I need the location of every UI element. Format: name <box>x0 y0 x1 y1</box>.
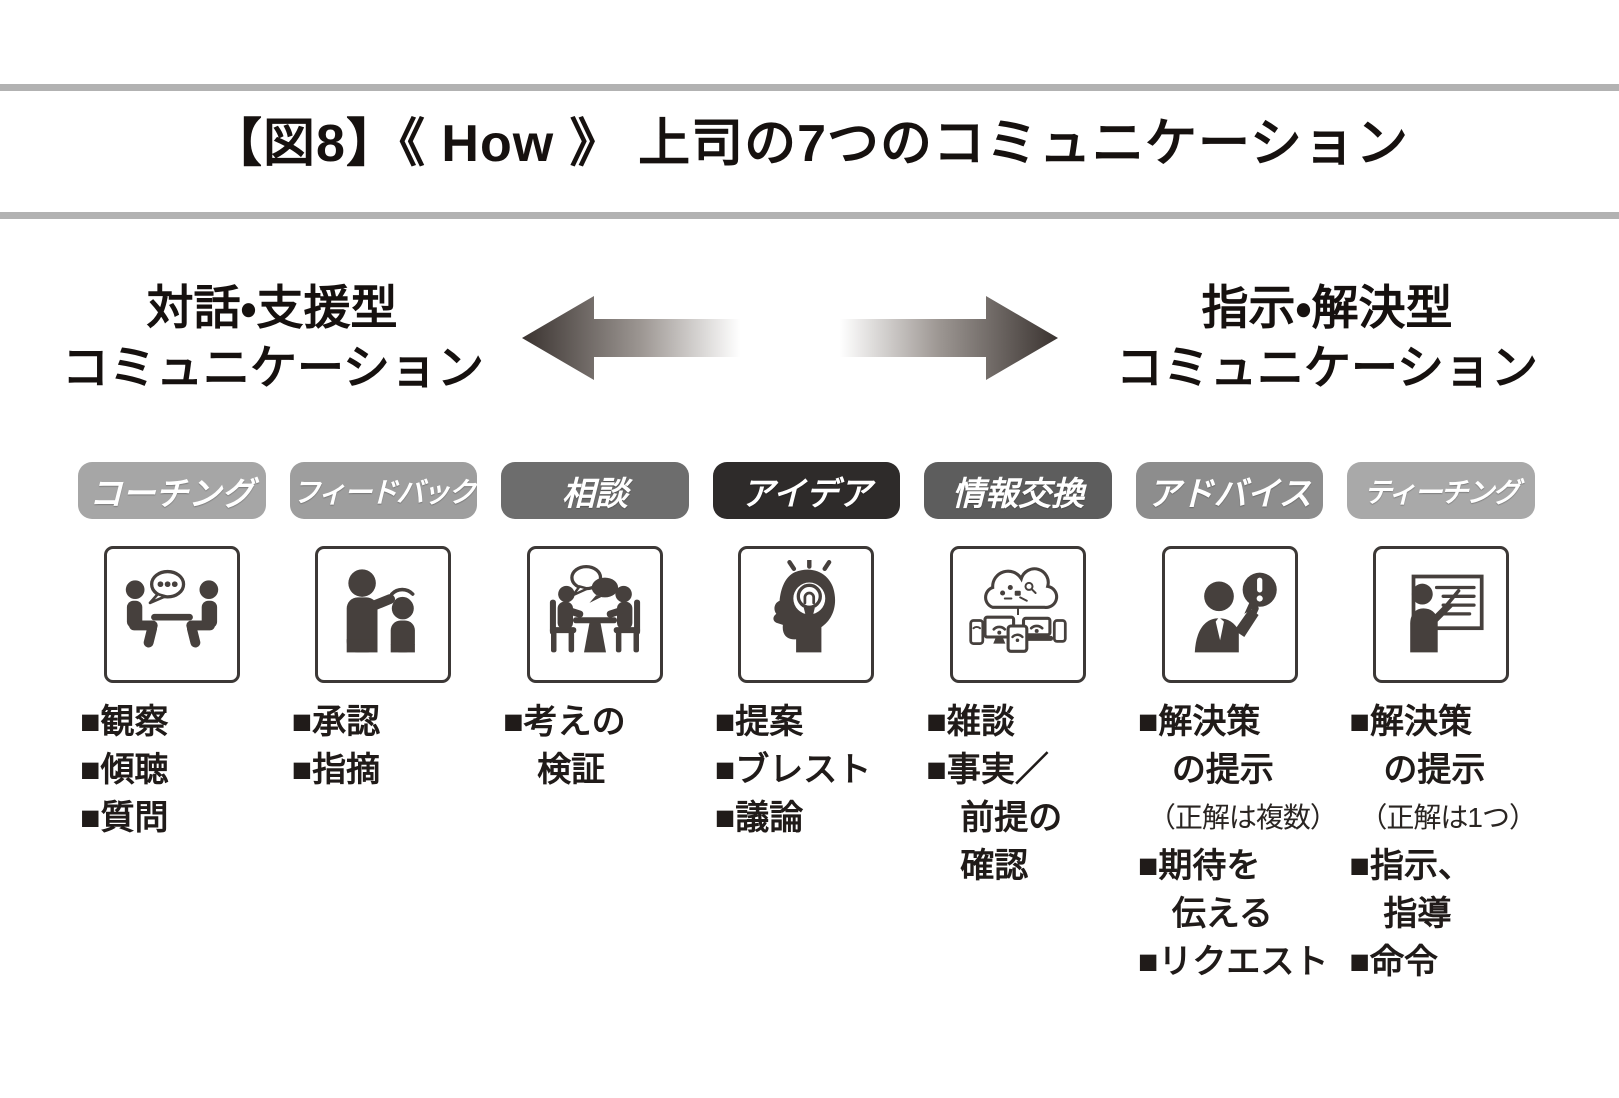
icon-box <box>103 546 240 683</box>
double-arrow-icon <box>521 296 1058 380</box>
bullet-note: （正解は複数） <box>1147 802 1338 833</box>
bullet-item: ■提案 <box>715 698 901 746</box>
consultation-table-icon <box>549 564 641 652</box>
axis-row: 対話・支援型 コミュニケーション <box>62 278 1557 398</box>
teaching-whiteboard-icon <box>1410 574 1484 652</box>
bullet-line-continued: 指導 <box>1383 895 1452 933</box>
bullet-item: ■傾聴 <box>80 746 266 794</box>
bullet-line-continued: の提示 <box>1171 751 1274 789</box>
communication-column-5: 情報交換 ■雑談 ■事実／ 前提の確認 <box>924 462 1112 986</box>
category-badge: コーチング <box>78 462 266 519</box>
bullet-note: （正解は1つ） <box>1359 802 1537 833</box>
bullet-item: ■指示、指導 <box>1349 842 1535 938</box>
bullet-line: ■考えの <box>503 703 626 741</box>
icon-box <box>315 546 452 683</box>
bullet-item: ■質問 <box>80 794 266 842</box>
bullet-item: ■議論 <box>715 794 901 842</box>
bullet-line-continued: 確認 <box>960 847 1029 885</box>
bullet-list: ■解決策の提示 （正解は複数） ■期待を伝える ■リクエスト <box>1136 698 1338 986</box>
axis-label-right: 指示・解決型 コミュニケーション <box>1097 278 1557 398</box>
bullet-item: ■観察 <box>80 698 266 746</box>
bullet-line: ■命令 <box>1349 943 1438 981</box>
bullet-item: ■承認 <box>292 698 478 746</box>
axis-left-line1: 対話・支援型 <box>146 281 398 334</box>
figure-title: 【図8】《 How 》 上司の7つのコミュニケーション <box>210 115 1409 173</box>
bullet-line-continued: 伝える <box>1171 895 1273 933</box>
bullet-line-continued: の提示 <box>1383 751 1486 789</box>
bullet-line-continued: 検証 <box>537 751 606 789</box>
icon-box <box>950 546 1087 683</box>
category-badge: フィードバック <box>289 462 478 519</box>
communication-column-7: ティーチング ■解決策の提示 （正解は1つ） ■指示、指導 ■命令 <box>1347 462 1537 986</box>
bullet-line-continued: 前提の <box>960 799 1063 837</box>
bullet-item: ■解決策の提示 （正解は1つ） <box>1349 698 1537 842</box>
icon-box <box>738 546 875 683</box>
bullet-list: ■雑談 ■事実／ 前提の確認 <box>924 698 1112 890</box>
category-badge-label: アイデア <box>741 474 872 512</box>
bullet-list: ■解決策の提示 （正解は1つ） ■指示、指導 ■命令 <box>1347 698 1537 986</box>
bullet-list: ■観察 ■傾聴 ■質問 <box>78 698 266 842</box>
bullet-item: ■指摘 <box>292 746 478 794</box>
bullet-item: ■命令 <box>1349 938 1535 986</box>
axis-arrow-wrap <box>482 292 1097 384</box>
icon-box <box>1161 546 1298 683</box>
category-badge: 情報交換 <box>924 462 1112 519</box>
category-badge: アドバイス <box>1135 462 1324 519</box>
title-divider <box>0 212 1619 219</box>
bullet-item: ■考えの検証 <box>503 698 689 794</box>
category-badge-label: 相談 <box>561 474 628 512</box>
info-exchange-cloud-icon <box>969 566 1067 653</box>
communication-column-4: アイデア ■提案 ■ブレスト ■議論 <box>712 462 901 986</box>
bullet-line: ■雑談 <box>926 703 1015 741</box>
category-badge-label: 情報交換 <box>952 474 1085 512</box>
bullet-list: ■提案 ■ブレスト ■議論 <box>713 698 901 842</box>
category-badge-label: ティーチング <box>1364 476 1520 508</box>
bullet-list: ■承認 ■指摘 <box>290 698 478 794</box>
bullet-line: ■ブレスト <box>714 751 872 789</box>
bullet-line: ■提案 <box>714 703 804 741</box>
bullet-item: ■リクエスト <box>1137 938 1329 986</box>
category-badge: ティーチング <box>1347 462 1535 519</box>
bullet-item: ■雑談 <box>926 698 1112 746</box>
bullet-item: ■事実／ 前提の確認 <box>926 746 1112 890</box>
communication-column-2: フィードバック ■承認 ■指摘 <box>289 462 478 986</box>
communication-column-6: アドバイス ■解決策の提示 （正解は複数） ■期待を伝える ■リクエスト <box>1135 462 1338 986</box>
bullet-item: ■解決策の提示 （正解は複数） <box>1137 698 1338 842</box>
category-badge-label: コーチング <box>89 474 255 512</box>
axis-right-line2: コミュニケーション <box>1115 341 1539 394</box>
bullet-item: ■ブレスト <box>715 746 901 794</box>
bullet-line: ■観察 <box>80 703 169 741</box>
communication-column-3: 相談 ■考えの検証 <box>501 462 689 986</box>
category-badge: アイデア <box>712 462 901 519</box>
bullet-line: ■期待を <box>1137 847 1261 885</box>
bullet-line: ■承認 <box>291 703 381 741</box>
bullet-line: ■議論 <box>714 799 804 837</box>
bullet-line: ■事実／ <box>926 751 1049 789</box>
icon-box <box>526 546 663 683</box>
axis-left-line2: コミュニケーション <box>62 341 485 394</box>
bullet-line: ■指摘 <box>291 751 381 789</box>
communication-column-1: コーチング ■観察 ■傾聴 ■質問 <box>78 462 266 986</box>
top-divider <box>0 84 1619 91</box>
bullet-line: ■解決策 <box>1349 703 1472 741</box>
axis-right-line1: 指示・解決型 <box>1201 281 1453 334</box>
category-badge: 相談 <box>501 462 689 519</box>
communication-columns: コーチング ■観察 ■傾聴 ■質問 フィードバック ■承認 ■指摘 <box>78 462 1537 986</box>
bullet-line: ■質問 <box>80 799 169 837</box>
icon-box <box>1373 546 1510 683</box>
bullet-list: ■考えの検証 <box>501 698 689 794</box>
coaching-conversation-icon <box>125 569 218 647</box>
advice-sign-icon <box>1194 572 1277 652</box>
idea-head-bulb-icon <box>773 559 836 652</box>
bullet-line: ■指示、 <box>1349 847 1472 885</box>
feedback-pat-icon <box>347 568 416 652</box>
bullet-line: ■傾聴 <box>80 751 169 789</box>
bullet-line: ■リクエスト <box>1137 943 1329 981</box>
bullet-line: ■解決策 <box>1137 703 1261 741</box>
category-badge-label: フィードバック <box>292 476 476 508</box>
bullet-item: ■期待を伝える <box>1138 842 1324 938</box>
category-badge-label: アドバイス <box>1147 474 1312 512</box>
axis-label-left: 対話・支援型 コミュニケーション <box>62 278 485 398</box>
